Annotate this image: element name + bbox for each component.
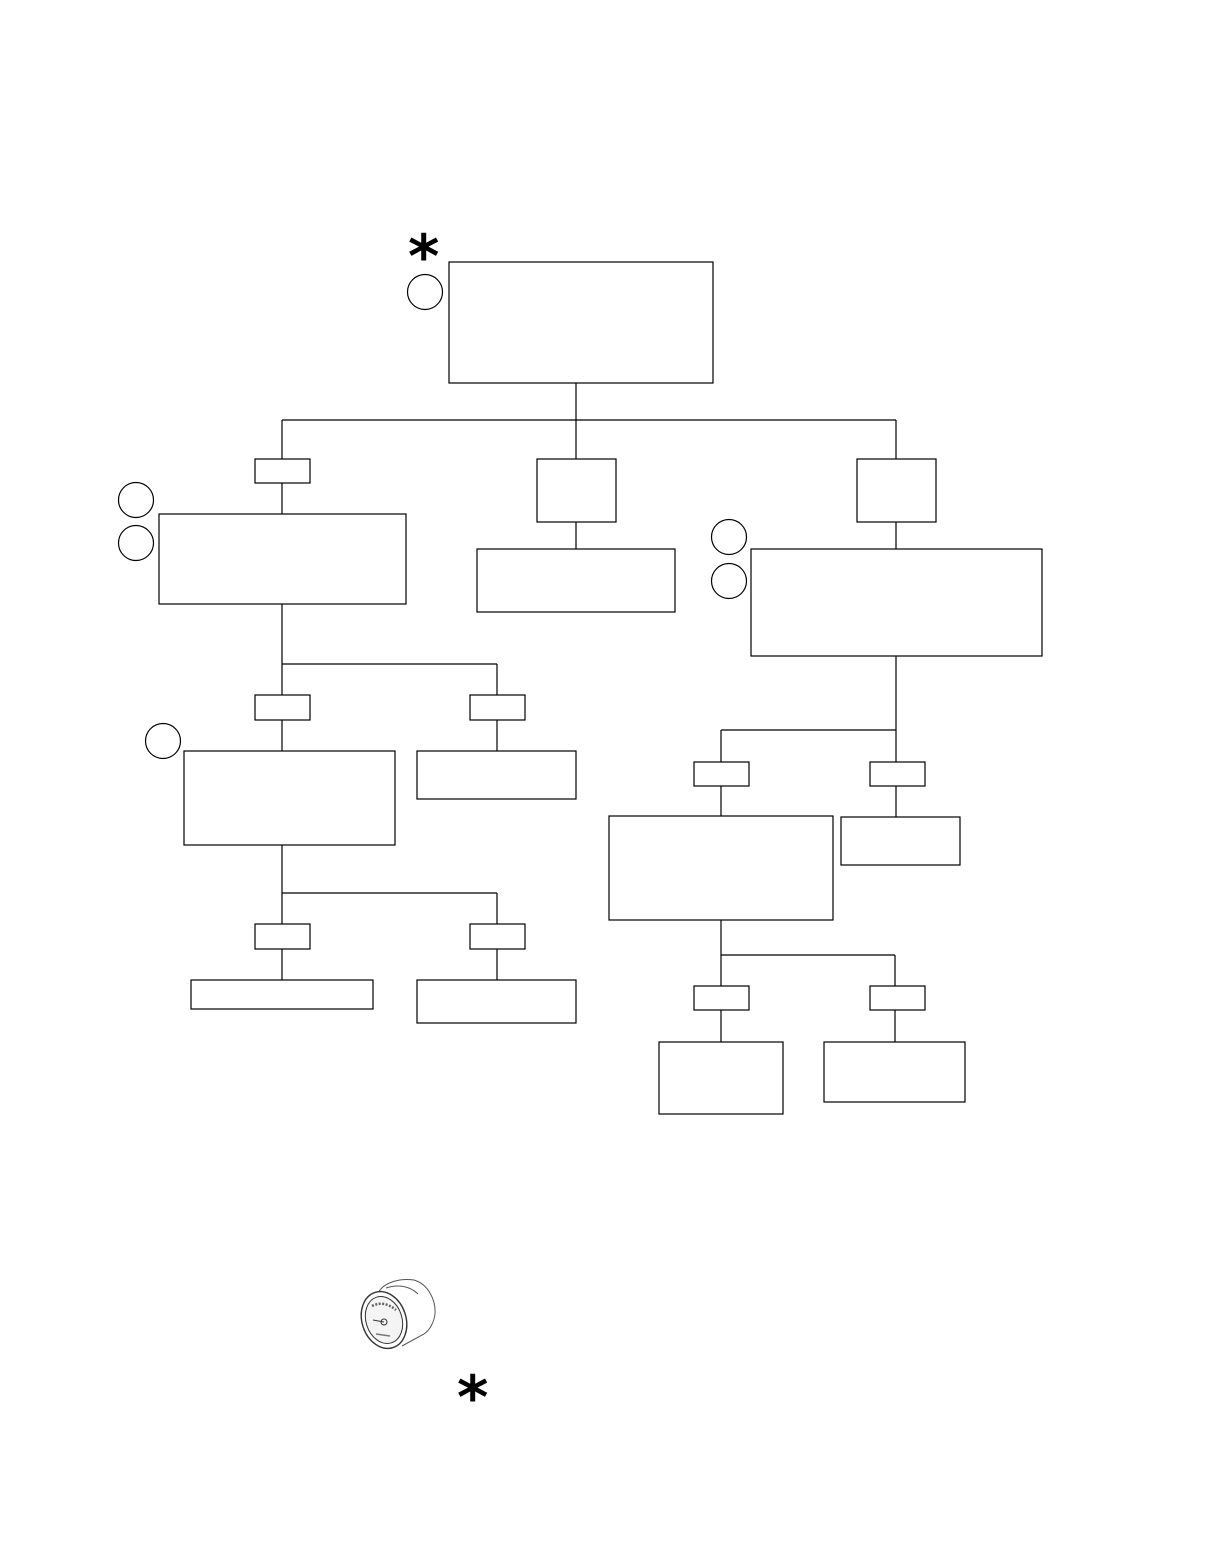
step-marker-right-1 [710, 518, 748, 556]
root-box [448, 261, 714, 384]
decision-label-l2-left [254, 694, 311, 721]
result-box-middle [476, 548, 676, 613]
result-box-l3-left [190, 979, 374, 1010]
step-box-right [750, 548, 1043, 657]
decision-label-l3-left [254, 923, 311, 950]
decision-box-right [856, 458, 937, 523]
decision-label-r3-left [693, 985, 750, 1011]
step-marker-root [406, 273, 444, 311]
step-marker-left-1 [117, 481, 155, 519]
result-box-l2-right [416, 750, 577, 800]
step-box-left [158, 513, 407, 605]
result-box-r3-right [823, 1041, 966, 1103]
step-markers [117, 273, 748, 760]
step-box-r2-left [608, 815, 834, 921]
connectors [281, 383, 897, 1042]
decision-label-left [254, 458, 311, 484]
decision-box-middle [536, 458, 617, 523]
result-box-r3-left [658, 1041, 784, 1115]
flowchart-boxes [158, 261, 1043, 1115]
gauge-icon [360, 1279, 436, 1350]
result-box-r2-right [840, 816, 961, 866]
decision-label-r3-right [869, 985, 926, 1011]
decision-label-l3-right [469, 923, 526, 950]
decision-label-r2-right [869, 761, 926, 787]
asterisk-icon: * [408, 222, 439, 292]
step-marker-right-2 [710, 562, 748, 600]
decision-label-l2-right [469, 694, 526, 721]
step-marker-l2 [144, 722, 182, 760]
result-box-l3-right [416, 979, 577, 1024]
step-marker-left-2 [117, 524, 155, 562]
asterisk-icon: * [457, 1363, 488, 1433]
step-box-l2-left [183, 750, 396, 846]
decision-label-r2-left [693, 761, 750, 787]
